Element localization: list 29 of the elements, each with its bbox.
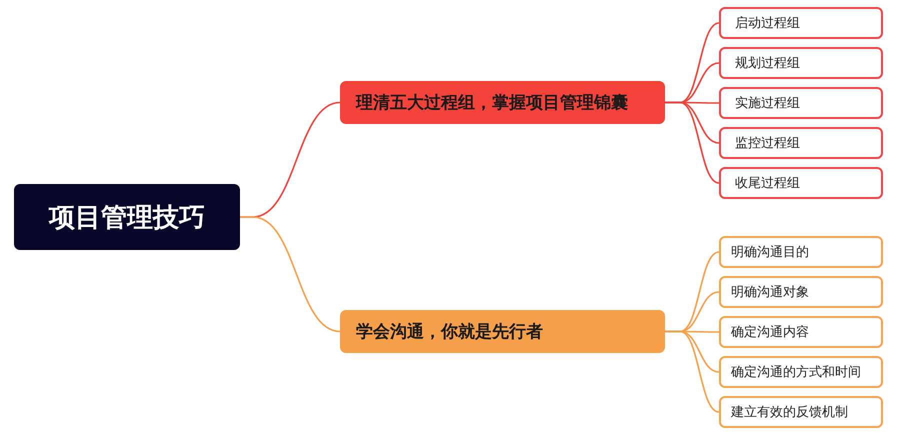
subtopic-box: [719, 396, 883, 428]
connector-line: [240, 216, 340, 332]
subtopic-box: [719, 236, 883, 268]
subtopic-box: [719, 127, 883, 159]
node-text: 实施过程组: [735, 94, 800, 112]
subtopic-box: [719, 356, 883, 388]
subtopic-box: [719, 87, 883, 119]
subtopic-box: [719, 47, 883, 79]
node-text: 确定沟通的方式和时间: [731, 363, 861, 382]
node-text: 启动过程组: [735, 14, 800, 32]
node-text: 监控过程组: [735, 134, 800, 152]
subtopic-box: [719, 167, 883, 199]
connector-line: [665, 102, 720, 184]
branch-box: [340, 310, 665, 353]
subtopic-box: [719, 316, 883, 348]
connector-line: [665, 330, 720, 413]
node-text: 规划过程组: [735, 54, 800, 72]
node-text: 明确沟通目的: [731, 243, 809, 262]
node-text: 项目管理技巧: [49, 200, 205, 234]
node-text: 收尾过程组: [735, 174, 800, 192]
subtopic-box: [719, 7, 883, 39]
topic-box: [14, 184, 240, 250]
branch-box: [340, 81, 665, 124]
node-text: 理清五大过程组，掌握项目管理锦囊: [356, 92, 628, 114]
subtopic-box: [719, 276, 883, 308]
node-text: 确定沟通内容: [731, 323, 809, 342]
node-text: 建立有效的反馈机制: [731, 403, 848, 422]
node-text: 学会沟通，你就是先行者: [356, 320, 543, 343]
node-text: 明确沟通对象: [731, 283, 809, 302]
